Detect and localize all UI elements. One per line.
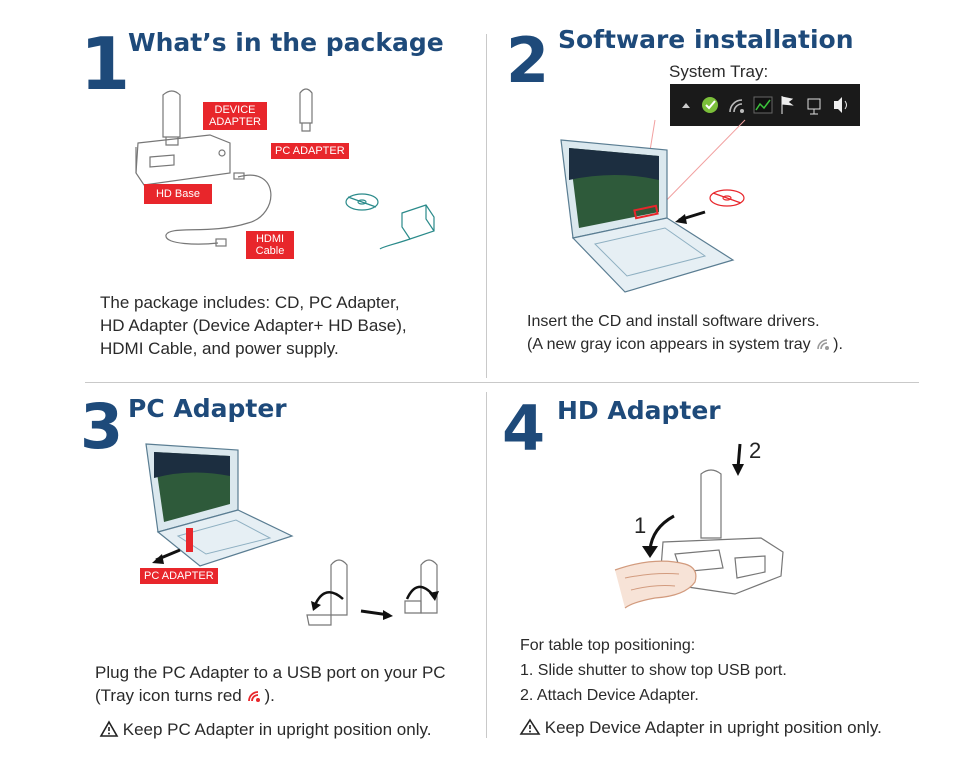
step-arrow-2 bbox=[732, 443, 744, 476]
step-number-3: 3 bbox=[80, 390, 124, 463]
software-description-line-2: (A new gray icon appears in system tray … bbox=[527, 333, 843, 356]
volume-icon bbox=[834, 97, 842, 113]
laptop-usb-illustration bbox=[145, 443, 294, 567]
package-illustration bbox=[135, 88, 435, 250]
tag-device-adapter: DEVICE ADAPTER bbox=[203, 102, 267, 130]
step-label-2: 2 bbox=[749, 438, 762, 463]
hd-adapter-description-line-3: 2. Attach Device Adapter. bbox=[520, 687, 699, 704]
tag-hd-base: HD Base bbox=[144, 184, 212, 204]
software-description-line-2-text: (A new gray icon appears in system tray bbox=[527, 336, 811, 353]
pc-adapter-warning-text: Keep PC Adapter in upright position only… bbox=[122, 720, 432, 739]
vertical-divider-top bbox=[486, 34, 487, 378]
system-tray-label: System Tray: bbox=[669, 62, 769, 81]
wireless-gray-icon bbox=[817, 339, 830, 350]
package-description-line-1: The package includes: CD, PC Adapter, bbox=[100, 293, 400, 312]
horizontal-divider bbox=[85, 382, 919, 383]
package-description-line-2: HD Adapter (Device Adapter+ HD Base), bbox=[100, 316, 407, 335]
hd-adapter-warning: Keep Device Adapter in upright position … bbox=[519, 716, 882, 739]
pc-adapter-description: Plug the PC Adapter to a USB port on you… bbox=[95, 661, 446, 707]
hd-adapter-warning-text: Keep Device Adapter in upright position … bbox=[544, 718, 882, 737]
tag-hdmi-cable: HDMI Cable bbox=[246, 231, 294, 259]
software-description: Insert the CD and install software drive… bbox=[527, 310, 843, 356]
laptop-cd-illustration bbox=[560, 119, 746, 293]
section-title-hd-adapter: HD Adapter bbox=[557, 396, 721, 425]
software-description-line-1: Insert the CD and install software drive… bbox=[527, 313, 820, 330]
step-label-1: 1 bbox=[634, 513, 647, 538]
package-description: The package includes: CD, PC Adapter, HD… bbox=[100, 291, 407, 360]
warning-triangle-icon bbox=[519, 718, 541, 735]
wireless-red-icon bbox=[248, 691, 261, 702]
step-number-1: 1 bbox=[80, 22, 131, 106]
system-tray bbox=[670, 84, 860, 126]
pc-adapter-description-line-1: Plug the PC Adapter to a USB port on you… bbox=[95, 663, 446, 682]
shield-check-icon bbox=[702, 97, 718, 113]
hd-adapter-description: For table top positioning: 1. Slide shut… bbox=[520, 633, 787, 708]
pc-adapter-description-line-2-end: ). bbox=[264, 686, 275, 705]
tag-pc-adapter: PC ADAPTER bbox=[271, 143, 349, 159]
adapter-rotate-illustration bbox=[306, 559, 439, 626]
power-supply-icon bbox=[379, 204, 435, 250]
hd-adapter-illustration bbox=[614, 469, 784, 609]
section-title-package: What’s in the package bbox=[128, 28, 444, 57]
vertical-divider-bottom bbox=[486, 392, 487, 738]
monitor-graph-icon bbox=[753, 96, 773, 114]
section-title-software: Software installation bbox=[558, 25, 854, 54]
wireless-gray-icon bbox=[729, 99, 743, 113]
hd-adapter-description-line-2: 1. Slide shutter to show top USB port. bbox=[520, 662, 787, 679]
chevron-up-icon bbox=[682, 103, 690, 108]
pc-adapter-description-line-2: (Tray icon turns red ). bbox=[95, 684, 446, 707]
tag-pc-adapter-step3: PC ADAPTER bbox=[140, 568, 218, 584]
section-title-pc-adapter: PC Adapter bbox=[128, 394, 287, 423]
step-number-4: 4 bbox=[502, 392, 546, 465]
network-icon bbox=[807, 98, 821, 110]
cd-icon bbox=[345, 193, 379, 211]
package-description-line-3: HDMI Cable, and power supply. bbox=[100, 339, 339, 358]
software-description-line-2-end: ). bbox=[833, 336, 843, 353]
hd-adapter-description-line-1: For table top positioning: bbox=[520, 637, 696, 654]
cd-icon bbox=[709, 189, 745, 207]
flag-icon bbox=[781, 96, 794, 114]
pc-adapter-warning: Keep PC Adapter in upright position only… bbox=[99, 718, 432, 741]
step-number-2: 2 bbox=[506, 24, 550, 97]
step-arrow-1 bbox=[642, 514, 675, 558]
warning-triangle-icon bbox=[99, 720, 119, 737]
pc-adapter-description-line-2-text: (Tray icon turns red bbox=[95, 686, 242, 705]
